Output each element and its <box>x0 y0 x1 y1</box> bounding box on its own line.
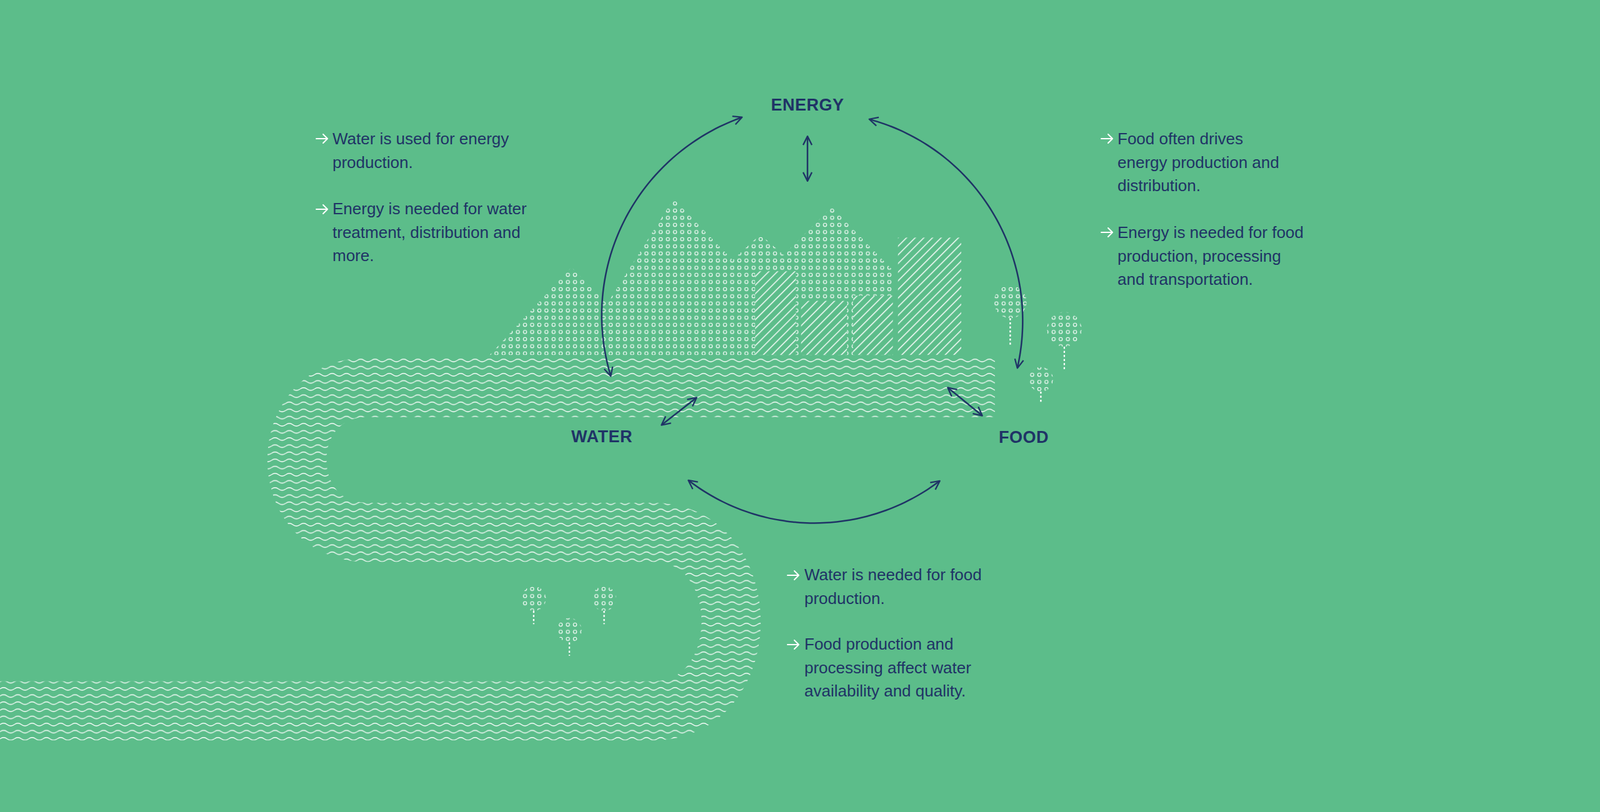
trees <box>521 285 1082 657</box>
bullet-arrows <box>316 134 1113 650</box>
note-text: Food production and processing affect wa… <box>804 633 1020 704</box>
note-text: Food often drives energy production and … <box>1117 127 1290 199</box>
note-line: Water is needed for food production. <box>804 565 982 609</box>
mountains <box>490 198 894 355</box>
note-text: Water is used for energy production. <box>332 127 533 175</box>
node-label: WATER <box>571 427 633 447</box>
note-text: Water is needed for food production. <box>804 563 992 611</box>
node: ENERGY <box>766 93 848 118</box>
cycle-arrow <box>870 119 1024 369</box>
note-line: Energy is needed for water treatment, di… <box>332 199 527 265</box>
note-text: Energy is needed for water treatment, di… <box>332 197 545 269</box>
river <box>0 387 995 712</box>
landscape <box>0 198 1082 712</box>
node-label: ENERGY <box>770 95 844 115</box>
cycle-arrow <box>601 117 742 377</box>
buildings <box>755 237 962 355</box>
note-line: Food often drives energy production and … <box>1117 129 1280 195</box>
node: FOOD <box>995 425 1053 450</box>
link-arrows <box>661 136 982 425</box>
cycle-arrow <box>688 481 940 524</box>
note-line: Water is used for energy production. <box>332 129 509 172</box>
note-text: Energy is needed for food production, pr… <box>1117 221 1305 292</box>
node-label: FOOD <box>998 428 1049 448</box>
note-line: Food production and processing affect wa… <box>804 635 972 701</box>
note-line: Energy is needed for food production, pr… <box>1117 223 1304 289</box>
node: WATER <box>567 425 637 450</box>
